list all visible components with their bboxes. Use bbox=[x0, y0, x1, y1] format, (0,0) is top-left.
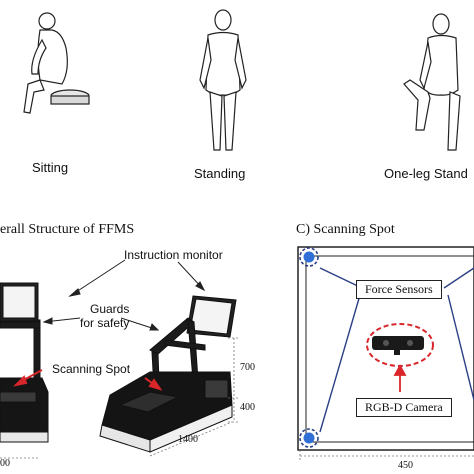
dimension-450-label: 450 bbox=[398, 460, 413, 471]
scanning-plate bbox=[297, 246, 474, 451]
sensor-link-lines bbox=[319, 267, 474, 433]
ffms-device-perspective bbox=[99, 295, 237, 453]
dimension-left-label: 00 bbox=[0, 458, 10, 469]
force-sensor-top-left bbox=[299, 247, 319, 267]
dimension-700-label: 700 bbox=[240, 362, 255, 373]
caption-standing: Standing bbox=[194, 166, 246, 181]
label-guards-line2: for safety bbox=[80, 316, 130, 330]
sitting-figure bbox=[23, 12, 90, 114]
dimension-450 bbox=[299, 450, 474, 462]
dimension-400-label: 400 bbox=[240, 402, 255, 413]
panel-b-title: erall Structure of FFMS bbox=[0, 222, 135, 237]
rgbd-camera-graphic bbox=[366, 323, 434, 367]
panel-c-title: C) Scanning Spot bbox=[296, 222, 395, 237]
label-scanning-spot: Scanning Spot bbox=[52, 362, 131, 376]
scanning-spot-arrows bbox=[12, 369, 163, 391]
label-instruction-monitor: Instruction monitor bbox=[124, 248, 223, 262]
force-sensor-bottom-left bbox=[299, 428, 319, 448]
standing-figure bbox=[199, 9, 247, 151]
dimension-lines bbox=[0, 337, 240, 459]
ffms-device-front bbox=[0, 282, 49, 443]
panel-b-leader-lines bbox=[42, 259, 206, 331]
dimension-1400-label: 1400 bbox=[178, 434, 198, 445]
force-sensors-label: Force Sensors bbox=[356, 280, 442, 299]
label-guards-line1: Guards bbox=[90, 302, 130, 316]
caption-one-leg: One-leg Stand bbox=[384, 166, 468, 181]
rgbd-camera-label: RGB-D Camera bbox=[356, 398, 452, 417]
camera-arrow bbox=[393, 364, 407, 392]
caption-sitting: Sitting bbox=[32, 160, 69, 175]
one-leg-figure bbox=[403, 13, 461, 151]
